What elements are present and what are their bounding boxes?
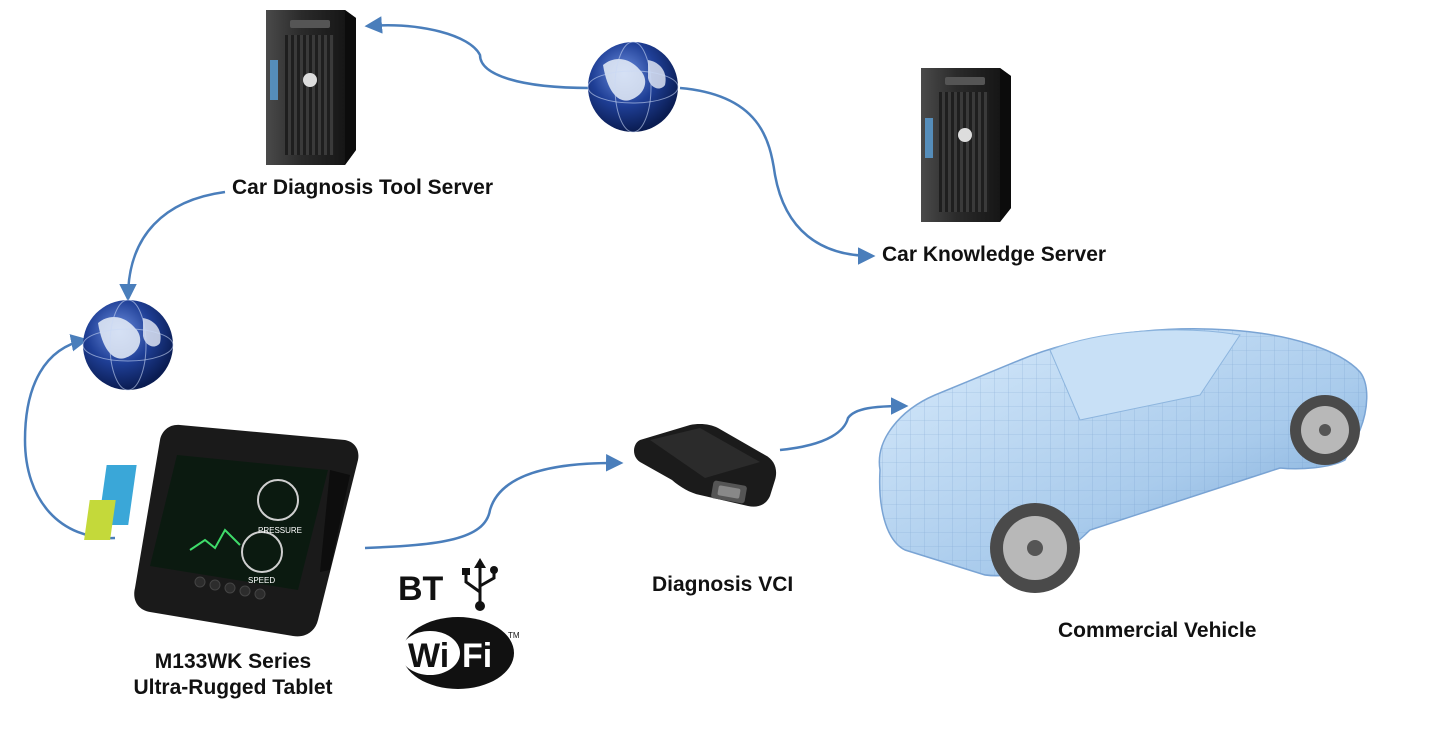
connector-lines xyxy=(23,16,909,550)
wifi-right-text: Fi xyxy=(462,637,492,675)
wifi-left-text: Wi xyxy=(408,637,449,675)
bt-label: BT xyxy=(398,570,444,608)
connectivity-logos: BT Wi Fi TM xyxy=(398,558,520,689)
connector-globe-top-to-tool-server xyxy=(364,16,591,90)
vehicle-label: Commercial Vehicle xyxy=(1058,619,1257,642)
tablet-label-line2: Ultra-Rugged Tablet xyxy=(133,676,333,699)
car-wireframe-icon xyxy=(878,328,1368,593)
wifi-logo: Wi Fi TM xyxy=(400,617,520,689)
tablet-label-line1: M133WK Series xyxy=(154,650,312,673)
tablet-speed-label: SPEED xyxy=(248,576,275,585)
vci-adapter-icon xyxy=(634,424,777,507)
connector-vci-to-vehicle xyxy=(779,397,909,452)
tool-server-label: Car Diagnosis Tool Server xyxy=(232,176,494,199)
globe-left-icon xyxy=(82,299,174,391)
tablet-pressure-label: PRESSURE xyxy=(258,526,302,535)
knowledge-server-label: Car Knowledge Server xyxy=(882,243,1107,266)
knowledge-server-icon xyxy=(921,68,1011,222)
tablet-buttons xyxy=(194,576,266,600)
connector-tablet-to-globe-left xyxy=(23,334,116,540)
globe-top-icon xyxy=(587,41,679,133)
wifi-tm-text: TM xyxy=(508,631,520,640)
tablet-label: M133WK Series Ultra-Rugged Tablet xyxy=(108,650,358,700)
connector-tool-server-to-globe-left xyxy=(119,190,226,302)
usb-icon xyxy=(462,558,498,611)
rugged-tablet-icon: PRESSURE SPEED xyxy=(84,424,359,637)
tool-server-icon xyxy=(266,10,356,165)
connector-globe-top-to-knowledge-server xyxy=(679,86,876,265)
vci-label: Diagnosis VCI xyxy=(652,573,794,596)
connector-tablet-to-vci xyxy=(364,454,624,550)
